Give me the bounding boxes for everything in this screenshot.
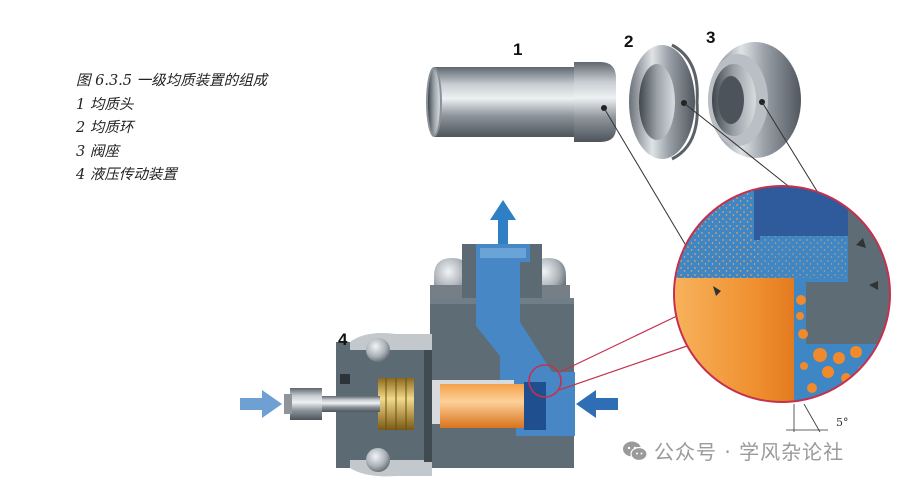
homogenizing-ring [629, 43, 699, 161]
product-inlet-arrow [576, 390, 618, 418]
label-part-4: 4 [338, 330, 348, 349]
label-part-1: 1 [513, 40, 523, 59]
angle-dimension [786, 403, 828, 433]
magnifier-ring [673, 185, 891, 403]
angle-label: 5° [836, 416, 849, 429]
watermark: 公众号 · 学风杂论社 [622, 436, 844, 465]
label-part-3: 3 [706, 28, 716, 47]
caption-item-4: 4 液压传动装置 [76, 167, 177, 183]
watermark-text: 公众号 · 学风杂论社 [654, 440, 845, 464]
caption-title: 图 6.3.5 一级均质装置的组成 [76, 73, 268, 89]
pump-housing [284, 244, 575, 477]
magnified-gap-view [674, 186, 890, 402]
outlet-arrow [490, 200, 516, 244]
label-part-2: 2 [624, 32, 634, 51]
drive-inlet-arrow [240, 390, 282, 418]
figure-caption: 图 6.3.5 一级均质装置的组成 1 均质头 2 均质环 3 阀座 4 液压传… [76, 70, 267, 188]
homogenizing-head [426, 62, 616, 142]
caption-item-1: 1 均质头 [76, 96, 134, 113]
wechat-icon [623, 441, 648, 461]
valve-seat [708, 42, 801, 158]
caption-item-3: 3 阀座 [76, 143, 119, 160]
detail-marker-circle [528, 364, 562, 398]
caption-item-2: 2 均质环 [76, 120, 134, 136]
